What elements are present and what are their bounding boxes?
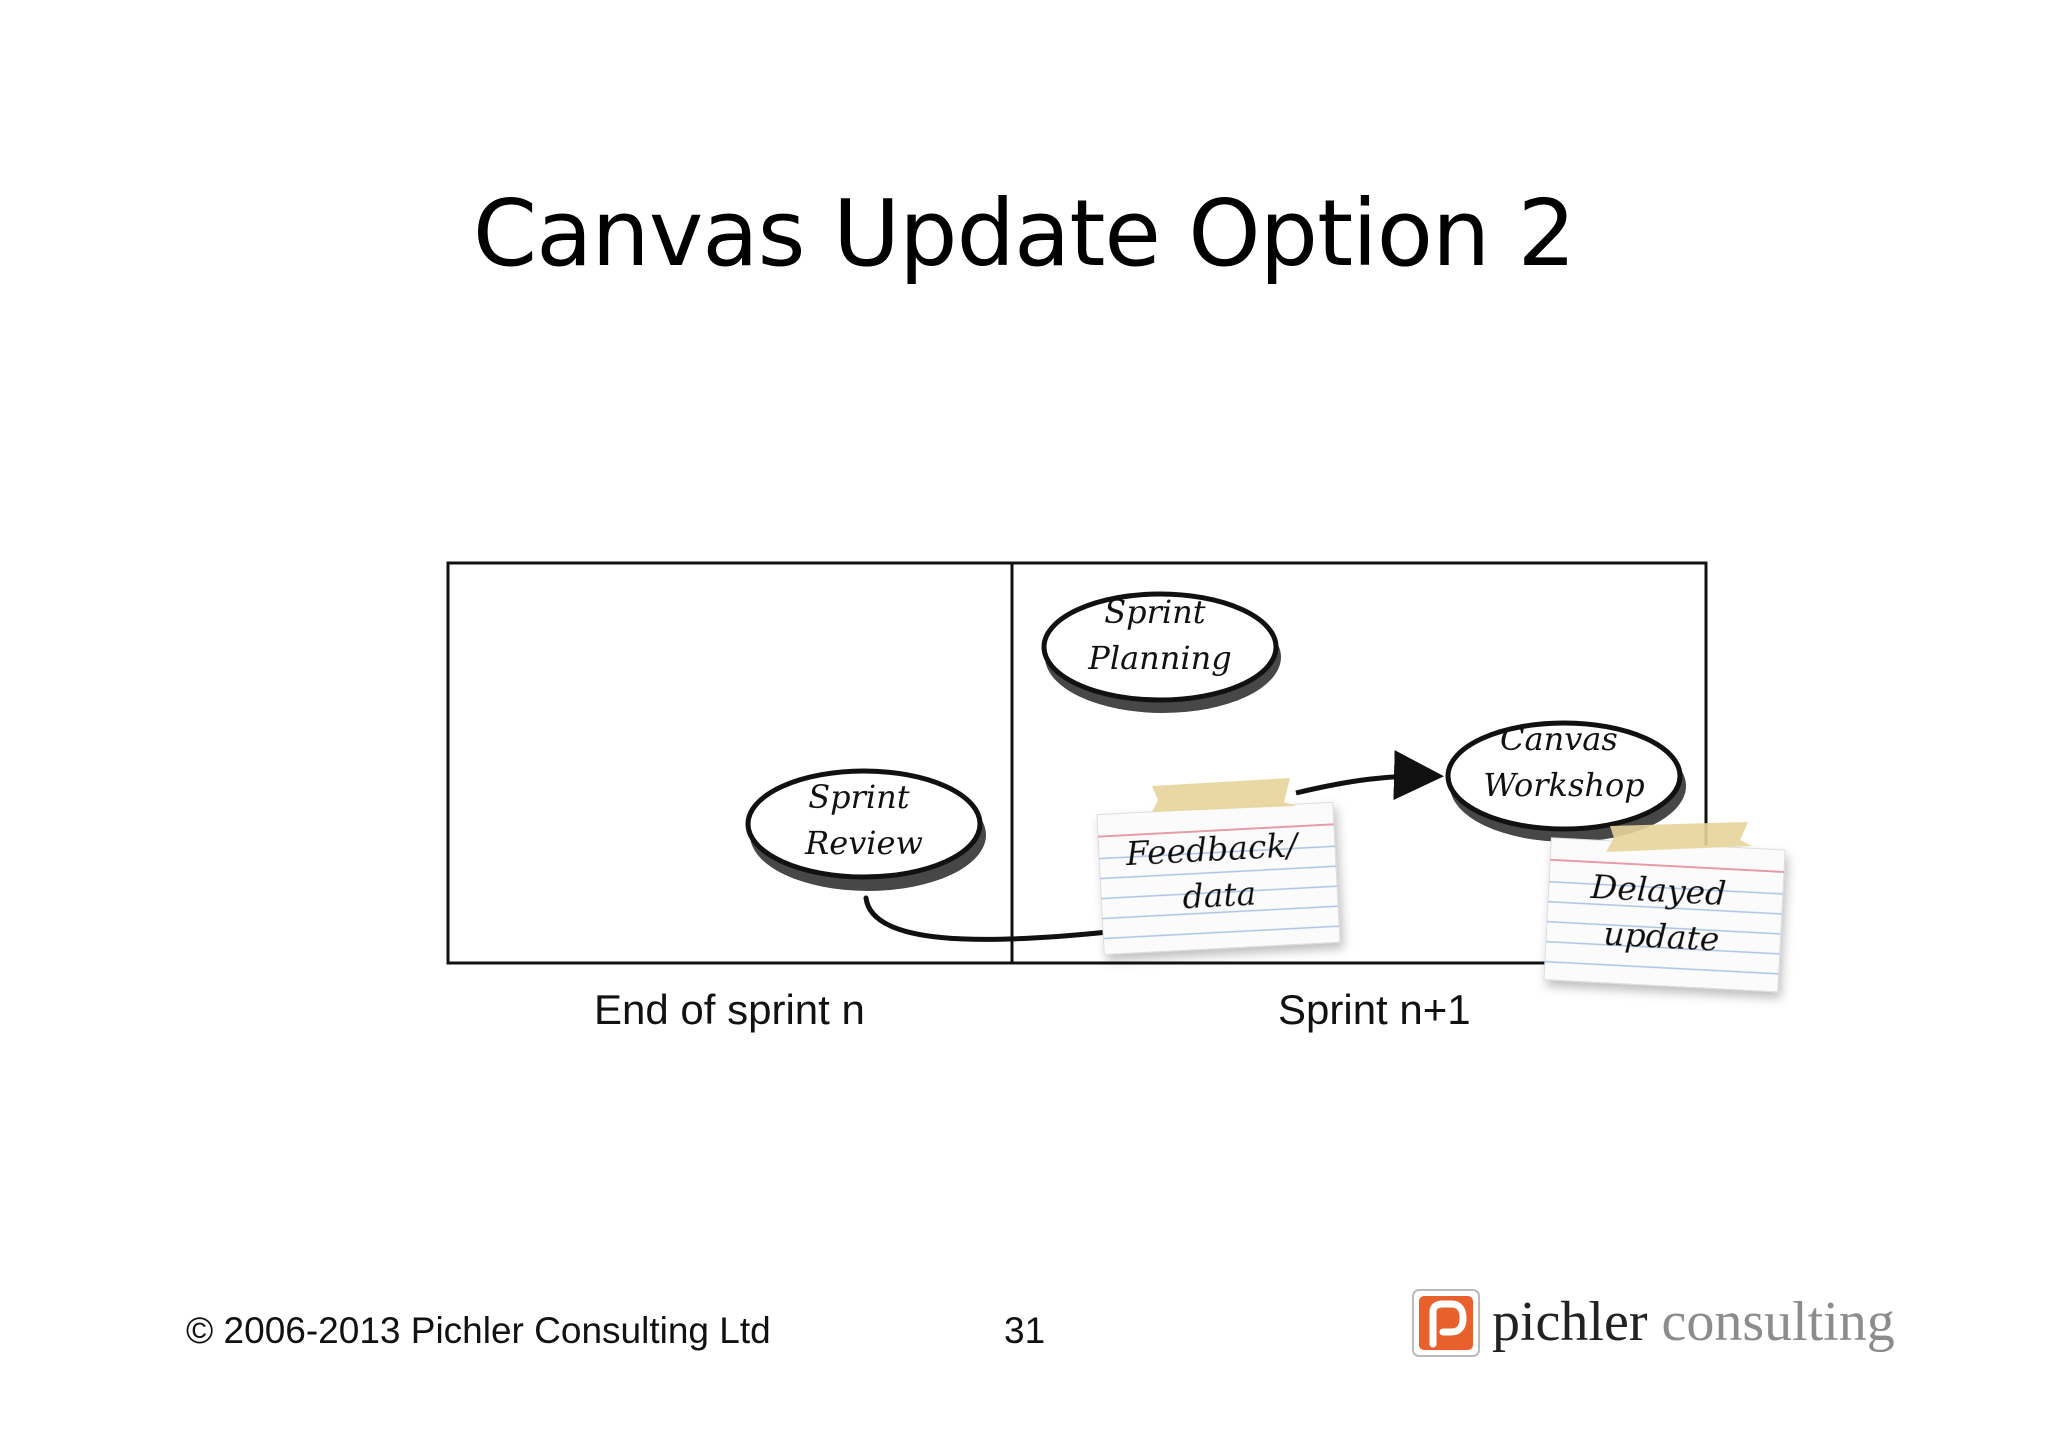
- sprint-planning-line1: Sprint: [1104, 593, 1206, 631]
- canvas-workshop-line1: Canvas: [1500, 720, 1618, 758]
- sprint-review-line2: Review: [804, 824, 923, 862]
- sprint-planning-line2: Planning: [1087, 639, 1231, 677]
- sprint-review-event: Sprint Review: [745, 768, 986, 891]
- logo-word-consulting: consulting: [1661, 1291, 1895, 1353]
- svg-text:Canvas Workshop: Canvas Workshop: [1483, 720, 1644, 804]
- svg-text:Sprint Review: Sprint Review: [804, 778, 923, 862]
- review-to-feedback-connector: [863, 895, 1111, 942]
- delayed-update-line1: Delayed: [1589, 867, 1727, 913]
- copyright-footer: © 2006-2013 Pichler Consulting Ltd: [186, 1310, 771, 1351]
- canvas-workshop-event: Canvas Workshop: [1445, 720, 1686, 842]
- page-number: 31: [1004, 1310, 1046, 1351]
- pichler-logo-icon: [1412, 1289, 1480, 1357]
- pichler-consulting-logo-text: pichler consulting: [1492, 1290, 1895, 1354]
- svg-text:Feedback/ data: Feedback/ data: [1124, 825, 1311, 919]
- sprint-review-line1: Sprint: [808, 778, 910, 816]
- svg-text:Delayed update: Delayed update: [1586, 867, 1737, 960]
- slide-title: Canvas Update Option 2: [472, 180, 1576, 287]
- sprint-n-plus-1-label: Sprint n+1: [1278, 986, 1471, 1033]
- feedback-to-workshop-arrow: [1295, 750, 1444, 801]
- sprint-planning-event: Sprint Planning: [1041, 591, 1281, 713]
- canvas-workshop-line2: Workshop: [1483, 766, 1644, 804]
- feedback-note-line2: data: [1181, 873, 1257, 916]
- feedback-note: Feedback/ data: [1096, 801, 1341, 956]
- feedback-note-line1: Feedback/: [1124, 825, 1301, 873]
- feedback-note-tape: [1152, 778, 1296, 812]
- delayed-update-line2: update: [1602, 914, 1720, 959]
- svg-text:Sprint Planning: Sprint Planning: [1087, 593, 1231, 677]
- end-of-sprint-n-label: End of sprint n: [594, 986, 865, 1033]
- delayed-update-note-tape: [1606, 822, 1752, 852]
- logo-word-pichler: pichler: [1492, 1291, 1648, 1353]
- delayed-update-note: Delayed update: [1543, 837, 1786, 993]
